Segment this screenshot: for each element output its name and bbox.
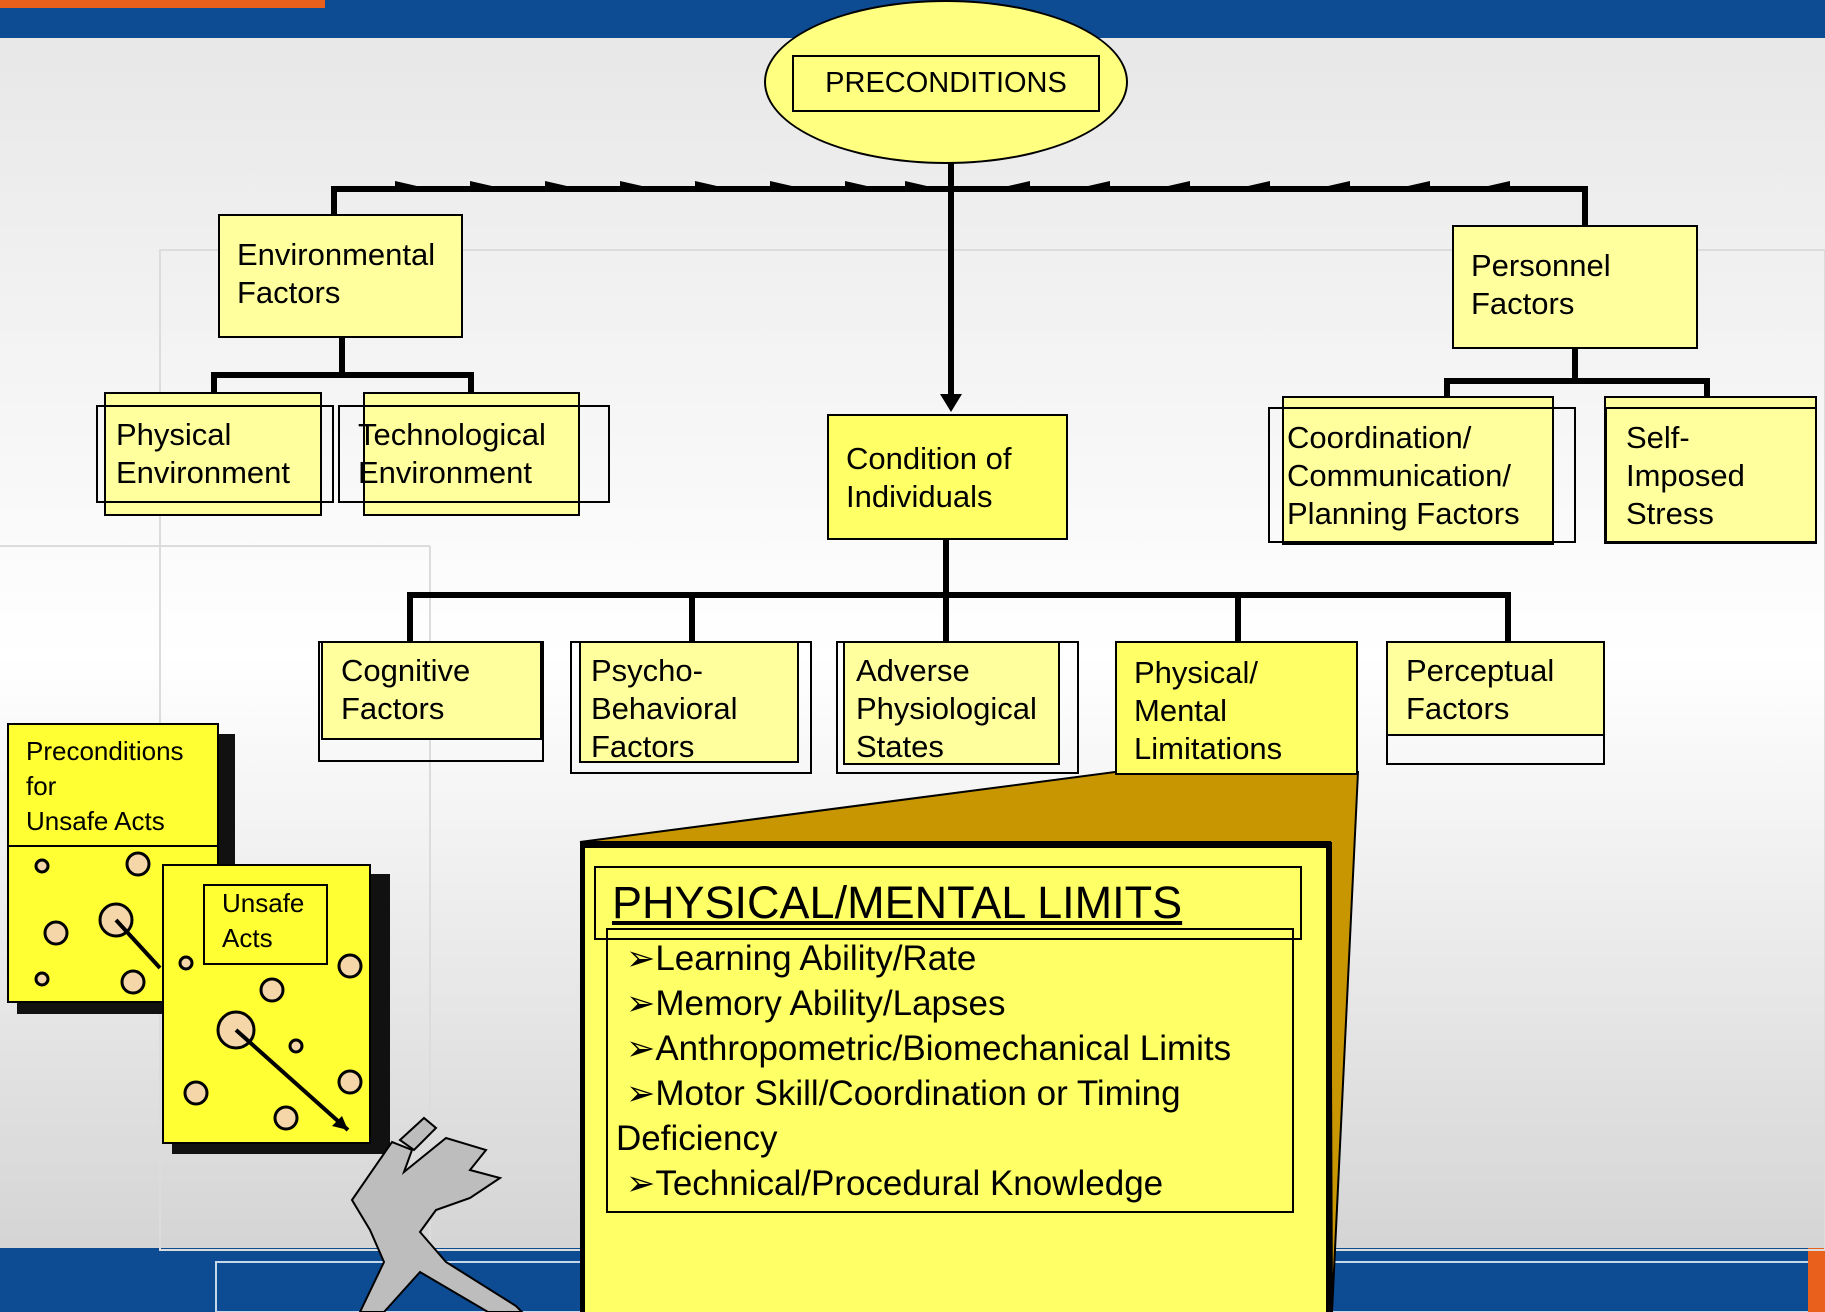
unsafe-acts-card-graphic xyxy=(162,864,390,1154)
flow-arrowheads xyxy=(395,181,1510,412)
detail-list-frame xyxy=(606,928,1294,1213)
bullet-arrow-icon: ➢ xyxy=(626,939,656,978)
perceptual-factors-label: Perceptual Factors xyxy=(1406,653,1555,726)
perceptual-factors-frame xyxy=(1386,641,1605,765)
technological-environment-frame xyxy=(338,405,610,503)
technological-environment-label: Technological Environment xyxy=(358,417,546,490)
detail-item: ➢Anthropometric/Biomechanical Limits xyxy=(626,1029,1232,1068)
bullet-arrow-icon: ➢ xyxy=(626,1074,656,1113)
physical-environment-label: Physical Environment xyxy=(116,417,291,490)
coordination-box xyxy=(1282,396,1554,545)
technological-environment-box xyxy=(363,392,580,516)
adverse-physiological-label: Adverse Physiological States xyxy=(856,653,1037,764)
bullet-arrow-icon: ➢ xyxy=(626,1164,656,1203)
bullet-arrow-icon: ➢ xyxy=(626,1029,656,1068)
psycho-behavioral-label: Psycho- Behavioral Factors xyxy=(591,653,738,764)
preconditions-card-label: Preconditions for Unsafe Acts xyxy=(26,736,184,836)
physical-environment-frame xyxy=(96,405,334,503)
bottom-banner-accent xyxy=(1808,1248,1825,1312)
condition-connector xyxy=(407,538,1511,645)
detail-title: PHYSICAL/MENTAL LIMITS xyxy=(612,877,1183,928)
personnel-connector xyxy=(1444,347,1710,398)
self-imposed-stress-frame xyxy=(1605,407,1817,543)
detail-item: ➢Memory Ability/Lapses xyxy=(626,984,1006,1023)
detail-item-continuation: Deficiency xyxy=(616,1119,778,1158)
detail-item: ➢Technical/Procedural Knowledge xyxy=(626,1164,1164,1203)
cognitive-factors-label: Cognitive Factors xyxy=(341,653,471,726)
cognitive-factors-frame xyxy=(318,641,544,762)
physical-mental-limitations-box: Physical/ Mental Limitations xyxy=(1115,641,1358,775)
adverse-physiological-frame xyxy=(836,641,1079,774)
root-node xyxy=(764,0,1128,164)
environmental-connector xyxy=(211,336,474,395)
root-label: PRECONDITIONS xyxy=(792,55,1100,112)
bullet-arrow-icon: ➢ xyxy=(626,984,656,1023)
detail-panel xyxy=(580,842,1332,1312)
physical-environment-box xyxy=(104,392,322,516)
condition-of-individuals-box: Condition of Individuals xyxy=(827,414,1068,540)
perceptual-factors-box xyxy=(1386,641,1605,736)
coordination-label: Coordination/ Communication/ Planning Fa… xyxy=(1287,420,1520,531)
airplane-icon xyxy=(350,1116,524,1312)
detail-item: ➢Learning Ability/Rate xyxy=(626,939,977,978)
unsafe-acts-label-frame xyxy=(203,884,328,965)
self-imposed-stress-label: Self- Imposed Stress xyxy=(1626,420,1745,531)
personnel-factors-box: Personnel Factors xyxy=(1452,225,1698,349)
coordination-frame xyxy=(1268,407,1576,543)
unsafe-acts-card-label: Unsafe Acts xyxy=(222,888,305,953)
environmental-factors-box: Environmental Factors xyxy=(218,214,463,338)
detail-list: ➢Learning Ability/Rate ➢Memory Ability/L… xyxy=(616,936,1232,1206)
psycho-behavioral-frame xyxy=(570,641,812,774)
detail-item: ➢Motor Skill/Coordination or Timing xyxy=(626,1074,1181,1113)
top-banner-accent xyxy=(0,0,325,8)
detail-title-frame xyxy=(594,866,1302,940)
psycho-behavioral-box xyxy=(579,641,799,763)
root-connector xyxy=(331,160,1588,404)
cognitive-factors-box xyxy=(321,641,542,740)
adverse-physiological-box xyxy=(843,641,1060,765)
